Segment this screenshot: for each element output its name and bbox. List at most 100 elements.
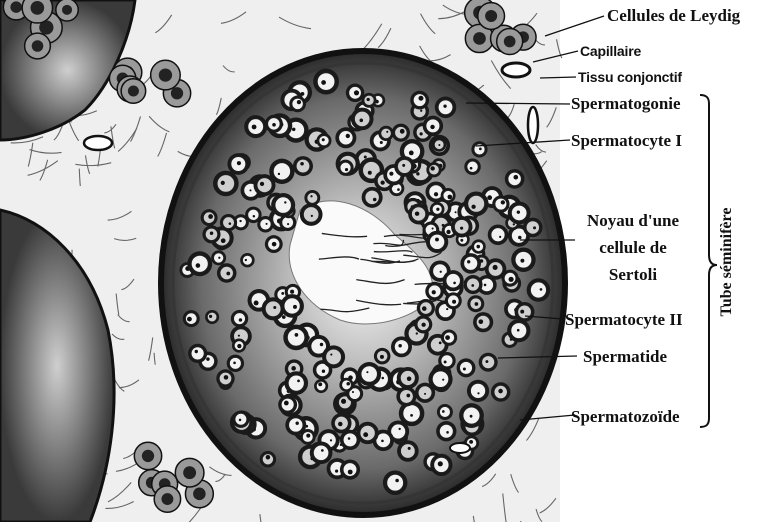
germ-cell	[430, 454, 452, 476]
germ-cell	[202, 225, 220, 243]
capillary-bottom	[450, 443, 470, 453]
germ-cell	[515, 302, 535, 322]
tube-bracket	[700, 95, 717, 427]
germ-cell	[488, 224, 509, 245]
germ-cell	[430, 202, 445, 217]
germ-cell	[357, 362, 381, 386]
germ-cell	[426, 231, 448, 253]
germ-cell	[374, 348, 391, 365]
germ-cell	[426, 162, 441, 177]
germ-cell	[346, 84, 364, 102]
germ-cell	[479, 353, 498, 372]
germ-cell	[473, 312, 493, 332]
germ-cell	[428, 367, 452, 391]
germ-cell	[265, 235, 283, 253]
germ-cell	[220, 214, 237, 231]
germ-cell	[467, 380, 489, 402]
germ-cell	[378, 126, 393, 141]
germ-cell	[441, 188, 456, 203]
label-spermatogonie: Spermatogonie	[571, 95, 681, 112]
germ-cell	[271, 193, 295, 217]
germ-cell	[213, 171, 239, 197]
germ-cell	[232, 411, 249, 428]
germ-cell	[507, 319, 530, 342]
capillary	[502, 63, 530, 77]
germ-cell	[260, 451, 276, 467]
label-sertoli-line2: cellule de	[578, 239, 688, 256]
germ-cell	[183, 310, 200, 327]
germ-cell	[335, 127, 356, 148]
germ-cell	[410, 91, 429, 110]
germ-cell	[351, 108, 374, 131]
germ-cell	[340, 460, 360, 480]
germ-cell	[205, 310, 219, 324]
germ-cell	[283, 325, 309, 351]
label-capillary: Capillaire	[580, 44, 641, 58]
germ-cell	[187, 251, 212, 276]
germ-cell	[459, 403, 484, 428]
germ-cell	[436, 421, 456, 441]
germ-cell	[443, 270, 464, 291]
germ-cell	[445, 292, 462, 309]
germ-cell	[278, 395, 297, 414]
leydig-cell	[22, 0, 52, 23]
germ-cell	[414, 315, 432, 333]
label-leydig-cells: Cellules de Leydig	[607, 7, 740, 24]
germ-cell	[467, 295, 484, 312]
germ-cell	[322, 345, 345, 368]
germ-cell	[408, 204, 429, 225]
leydig-cell	[154, 486, 180, 512]
germ-cell	[432, 138, 446, 152]
germ-cell	[216, 369, 234, 387]
germ-cell	[300, 203, 323, 226]
germ-cell	[317, 133, 332, 148]
germ-cell	[471, 239, 485, 253]
germ-cell	[240, 253, 254, 267]
germ-cell	[505, 169, 525, 189]
germ-cell	[337, 160, 353, 176]
leydig-cell	[25, 33, 51, 59]
germ-cell	[310, 442, 333, 465]
leydig-cell	[121, 79, 146, 104]
germ-cell	[396, 386, 416, 406]
germ-cell	[231, 310, 248, 327]
germ-cell	[244, 115, 267, 138]
label-connective-tissue: Tissu conjonctif	[578, 70, 682, 84]
germ-cell	[463, 275, 482, 294]
germ-cell	[417, 299, 435, 317]
germ-cell	[425, 282, 444, 301]
germ-cell	[423, 116, 443, 136]
germ-cell	[339, 378, 353, 392]
leydig-cell	[56, 0, 78, 21]
germ-cell	[451, 216, 472, 237]
germ-cell	[232, 338, 246, 352]
germ-cell	[392, 124, 410, 142]
germ-cell	[284, 371, 308, 395]
germ-cell	[340, 430, 360, 450]
germ-cell	[362, 187, 383, 208]
germ-cell	[464, 191, 489, 216]
label-spermatozoide: Spermatozoïde	[571, 408, 680, 425]
germ-cell	[289, 96, 306, 113]
germ-cell	[397, 367, 419, 389]
germ-cell	[502, 270, 519, 287]
germ-cell	[435, 97, 457, 119]
germ-cell	[217, 263, 237, 283]
label-tube-seminifere: Tube séminifère	[718, 208, 736, 317]
germ-cell	[438, 352, 456, 370]
germ-cell	[471, 141, 487, 157]
leydig-cell	[478, 3, 505, 30]
leydig-cell	[134, 442, 161, 469]
label-spermatocyte-1: Spermatocyte I	[571, 132, 682, 149]
germ-cell	[394, 156, 415, 177]
label-spermatide: Spermatide	[583, 348, 667, 365]
germ-cell	[188, 344, 207, 363]
label-sertoli-line1: Noyau d'une	[578, 212, 688, 229]
germ-cell	[460, 253, 481, 274]
germ-cell	[523, 218, 543, 238]
leydig-cell	[175, 458, 204, 487]
germ-cell	[265, 115, 283, 133]
germ-cell	[313, 69, 339, 95]
germ-cell	[227, 355, 244, 372]
